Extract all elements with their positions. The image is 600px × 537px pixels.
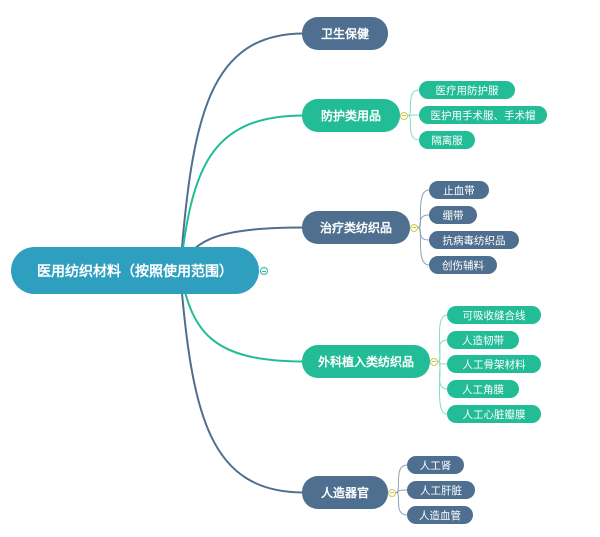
leaf-node[interactable]: 人造血管 bbox=[407, 506, 473, 524]
leaf-node[interactable]: 绷带 bbox=[429, 206, 477, 224]
leaf-node[interactable]: 人工肝脏 bbox=[407, 481, 475, 499]
root-collapse-icon[interactable] bbox=[260, 267, 268, 275]
leaf-node[interactable]: 可吸收缝合线 bbox=[447, 306, 541, 324]
branch-node-implant[interactable]: 外科植入类纺织品 bbox=[302, 345, 430, 378]
leaf-node[interactable]: 创伤辅料 bbox=[429, 256, 497, 274]
branch-node-organs[interactable]: 人造器官 bbox=[302, 476, 388, 509]
branch-node-hygiene[interactable]: 卫生保健 bbox=[302, 17, 388, 50]
branch-collapse-icon-protective[interactable] bbox=[400, 111, 408, 120]
connector-line bbox=[179, 32, 305, 272]
connector-line bbox=[417, 227, 430, 266]
root-node[interactable]: 医用纺织材料（按照使用范围） bbox=[11, 247, 259, 294]
connector-line bbox=[395, 464, 408, 493]
connector-line bbox=[395, 492, 408, 516]
branch-collapse-icon-organs[interactable] bbox=[388, 488, 396, 497]
leaf-node[interactable]: 抗病毒纺织品 bbox=[429, 231, 519, 249]
branch-node-treatment[interactable]: 治疗类纺织品 bbox=[302, 211, 410, 244]
leaf-node[interactable]: 人工心脏瓣膜 bbox=[447, 405, 541, 423]
leaf-node[interactable]: 人工骨架材料 bbox=[447, 355, 541, 373]
connector-line bbox=[407, 114, 420, 116]
connector-line bbox=[437, 361, 448, 415]
leaf-node[interactable]: 隔离服 bbox=[419, 131, 475, 149]
connector-line bbox=[179, 270, 305, 494]
branch-node-protective[interactable]: 防护类用品 bbox=[302, 99, 400, 132]
leaf-node[interactable]: 人工角膜 bbox=[447, 380, 519, 398]
connector-line bbox=[417, 189, 430, 228]
connector-line bbox=[407, 89, 420, 116]
leaf-node[interactable]: 人造韧带 bbox=[447, 331, 519, 349]
leaf-node[interactable]: 人工肾 bbox=[407, 456, 464, 474]
branch-collapse-icon-treatment[interactable] bbox=[410, 223, 418, 232]
connector-line bbox=[407, 115, 420, 141]
leaf-node[interactable]: 医疗用防护服 bbox=[419, 81, 515, 99]
branch-collapse-icon-implant[interactable] bbox=[430, 357, 438, 366]
leaf-node[interactable]: 止血带 bbox=[429, 181, 489, 199]
connector-line bbox=[437, 339, 448, 362]
leaf-node[interactable]: 医护用手术服、手术帽 bbox=[419, 106, 547, 124]
connector-line bbox=[179, 114, 305, 272]
connector-line bbox=[417, 214, 430, 228]
